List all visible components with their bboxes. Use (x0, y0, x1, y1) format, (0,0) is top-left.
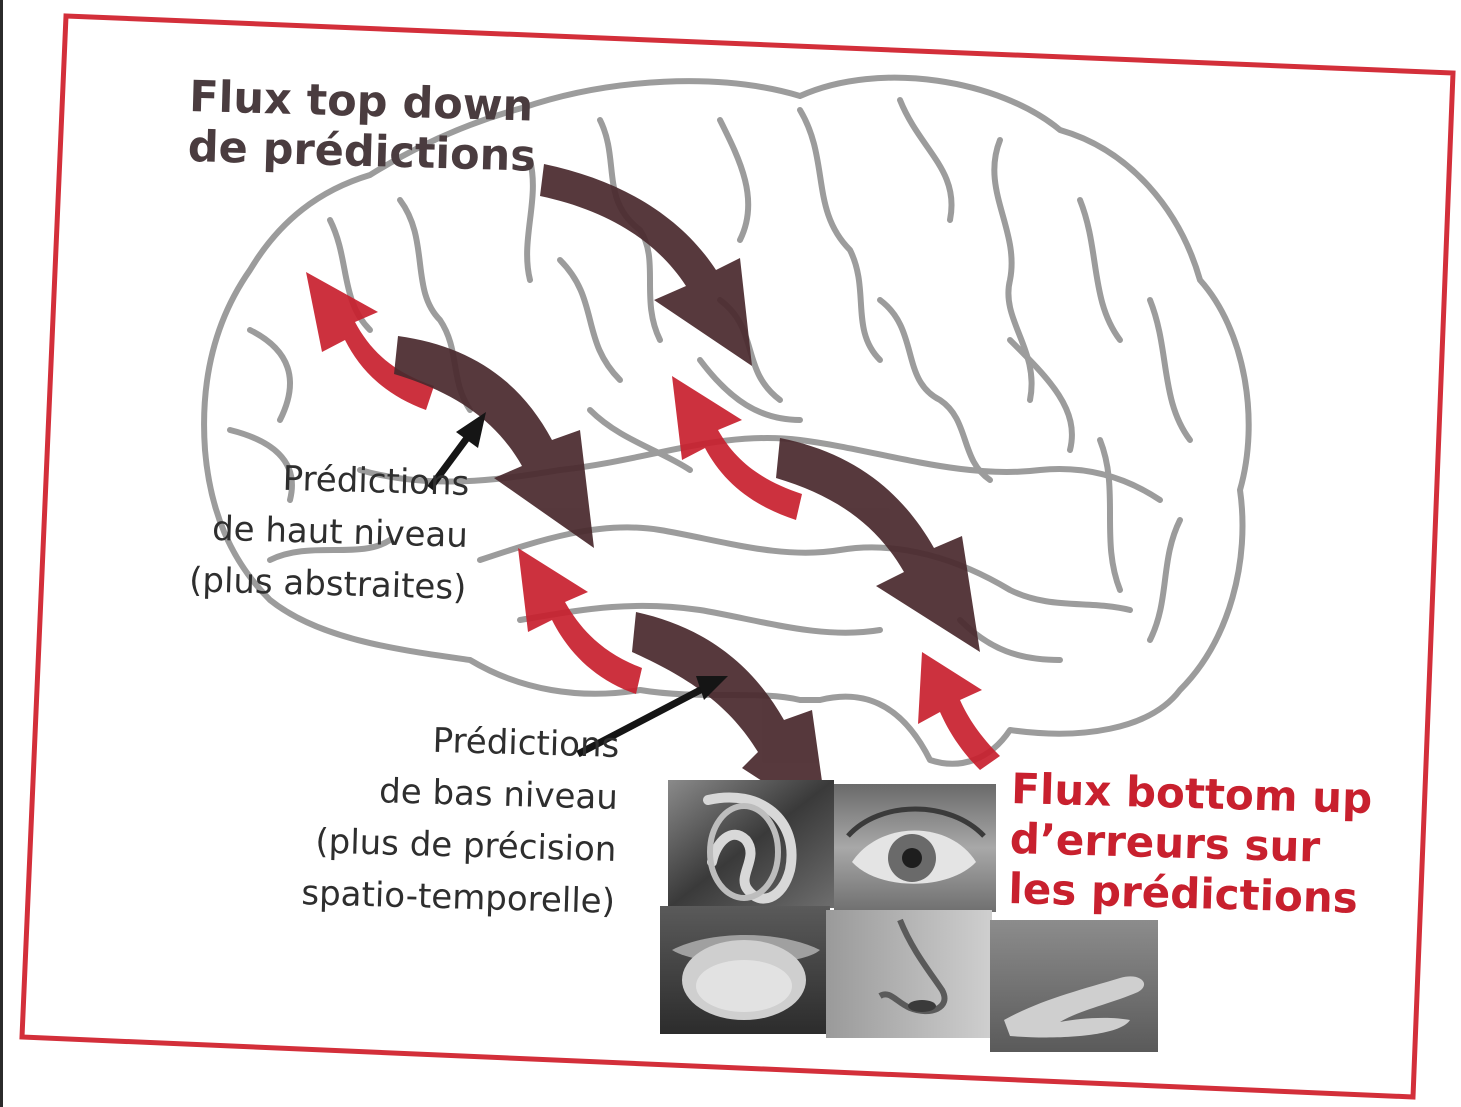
bottom-up-arrow (918, 652, 1000, 770)
label-line: de prédictions (187, 122, 536, 182)
label-line: (plus abstraites) (136, 553, 467, 614)
ear-image (668, 780, 834, 908)
hand-image (990, 920, 1158, 1052)
label-line: de haut niveau (137, 501, 468, 562)
label-low-level-predictions: Prédictions de bas niveau (plus de préci… (234, 709, 620, 928)
nose-image (826, 910, 992, 1038)
bottom-up-arrow (518, 548, 642, 694)
label-line: Prédictions (139, 449, 470, 510)
top-down-arrow (540, 164, 752, 366)
tongue-image (660, 906, 830, 1034)
eye-image (834, 784, 996, 912)
label-bottom-up-flow: Flux bottom up d’erreurs sur les prédict… (1008, 764, 1373, 924)
label-line: les prédictions (1008, 864, 1370, 924)
label-top-down-flow: Flux top down de prédictions (187, 72, 538, 182)
label-high-level-predictions: Prédictions de haut niveau (plus abstrai… (136, 449, 470, 614)
label-line: spatio-temporelle) (234, 865, 615, 928)
